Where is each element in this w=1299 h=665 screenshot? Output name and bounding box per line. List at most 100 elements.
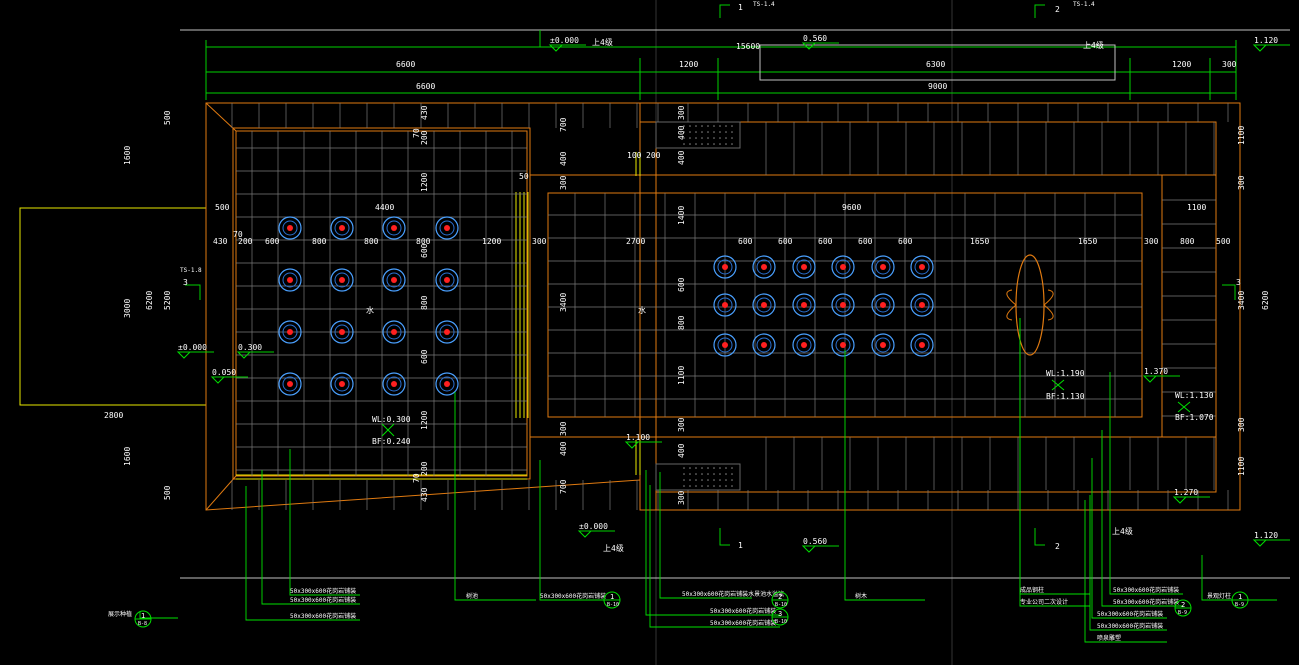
elevation-marker <box>1142 375 1158 383</box>
elevation-text: 0.560 <box>803 34 827 43</box>
sculpture <box>1006 254 1054 356</box>
fountain-jet-ring-inner <box>282 220 298 236</box>
hatch-dot <box>713 479 715 481</box>
dim-text: 2700 <box>626 237 645 246</box>
fountain-jet-ring-inner <box>835 337 851 353</box>
fountain-jet-ring-inner <box>717 259 733 275</box>
fountain-jet-ring <box>792 333 816 357</box>
elevation-text: 1.100 <box>626 433 650 442</box>
fountain-jet-nozzle <box>287 225 293 231</box>
fountain-jet-nozzle <box>840 264 846 270</box>
detail-tag-ref: B-10 <box>775 619 787 625</box>
detail-tag-ref: B-9 <box>1235 602 1244 608</box>
fountain-jet-ring <box>831 333 855 357</box>
hatch-dot <box>731 473 733 475</box>
callout-leader <box>844 350 925 601</box>
hatch-dot <box>695 467 697 469</box>
dim-text: 400 <box>559 151 568 166</box>
fountain-jet-nozzle <box>761 302 767 308</box>
hatch-dot <box>731 479 733 481</box>
hatch-dot <box>689 143 691 145</box>
fountain-jet-ring <box>752 293 776 317</box>
dim-text: 800 <box>364 237 379 246</box>
fountain-jet-nozzle <box>287 329 293 335</box>
hatch-dot <box>683 125 685 127</box>
elevation-text: 1.270 <box>1174 488 1198 497</box>
dim-text: 300 <box>677 105 686 120</box>
callout-leader <box>645 470 780 616</box>
hatch-dot <box>695 143 697 145</box>
dim-text: 1600 <box>123 447 132 466</box>
fountain-jet-nozzle <box>919 342 925 348</box>
dim-text: 1200 <box>679 60 698 69</box>
up-label: 上4级 <box>603 543 624 553</box>
fountain-jet-ring-inner <box>282 324 298 340</box>
callout-text: 专业公司二次设计 <box>1020 598 1068 606</box>
fountain-jet-ring <box>330 372 354 396</box>
fountain-jet-ring <box>910 255 934 279</box>
hatch-dot <box>695 485 697 487</box>
dim-text: 500 <box>1216 237 1231 246</box>
section-ref: TS-1.4 <box>753 1 775 8</box>
dim-text: 300 <box>677 490 686 505</box>
fountain-jet-ring-inner <box>439 376 455 392</box>
dim-text: 300 <box>1237 175 1246 190</box>
section-ref: TS-1.8 <box>180 267 202 274</box>
callout-leader <box>649 485 780 628</box>
hatch-dot <box>689 137 691 139</box>
callout-text: 50x300x600花岗岩铺装 <box>290 612 356 620</box>
fountain-jet-ring-inner <box>756 259 772 275</box>
yellow-steps <box>236 152 641 480</box>
fountain-jet-ring-inner <box>835 259 851 275</box>
water-label-right: 水 <box>638 305 646 315</box>
fountain-jet-nozzle <box>391 277 397 283</box>
dim-text: 200 <box>238 237 253 246</box>
fountain-jets <box>278 216 934 396</box>
dim-text: 700 <box>559 117 568 132</box>
dim-text: 800 <box>420 295 429 310</box>
callout-text: 50x300x600花岗岩铺装 <box>1113 586 1179 594</box>
fountain-jet-nozzle <box>444 225 450 231</box>
hatch-dot <box>713 473 715 475</box>
dim-text: 300 <box>677 417 686 432</box>
fountain-jet-ring <box>330 268 354 292</box>
guide-lines <box>180 0 1290 665</box>
hatch-dot <box>719 467 721 469</box>
hatch-dot <box>725 479 727 481</box>
dim-text: 70 <box>233 230 243 239</box>
elevation-text: 1.120 <box>1254 531 1278 540</box>
dim-text: 1100 <box>1237 457 1246 476</box>
hatch-dot <box>719 143 721 145</box>
hatch-dot <box>701 473 703 475</box>
fountain-jet-ring <box>382 268 406 292</box>
hatch-dot <box>695 125 697 127</box>
hatch-dot <box>689 125 691 127</box>
hatch-dot <box>683 131 685 133</box>
hatch-dot <box>701 125 703 127</box>
section-ref: TS-1.4 <box>1073 1 1095 8</box>
fountain-jet-ring <box>435 320 459 344</box>
callout-text: 成品钢柱 <box>1020 586 1044 594</box>
elevation-marker <box>801 42 817 50</box>
dim-text: 2800 <box>104 411 123 420</box>
hatch-dot <box>731 137 733 139</box>
elevation-marker <box>210 376 226 384</box>
hatch-dot <box>707 473 709 475</box>
fountain-jet-ring-inner <box>386 376 402 392</box>
fountain-jet-nozzle <box>391 329 397 335</box>
dim-text: 300 <box>532 237 547 246</box>
callout-leader <box>1019 318 1090 607</box>
fountain-jet-ring-inner <box>334 272 350 288</box>
callout-text: 树池 <box>466 592 478 600</box>
fountain-jet-ring <box>330 216 354 240</box>
fountain-jet-ring-inner <box>835 297 851 313</box>
elevation-text: 1.370 <box>1144 367 1168 376</box>
fountain-jet-ring <box>278 372 302 396</box>
hatch-dot <box>713 143 715 145</box>
hatch-dot <box>689 467 691 469</box>
callout-text: 50x300x600花岗岩铺装 <box>1097 622 1163 630</box>
section-num: 1 <box>738 541 743 550</box>
section-num: 1 <box>738 3 743 12</box>
elevation-text: 0.050 <box>212 368 236 377</box>
hatch-dot <box>719 473 721 475</box>
